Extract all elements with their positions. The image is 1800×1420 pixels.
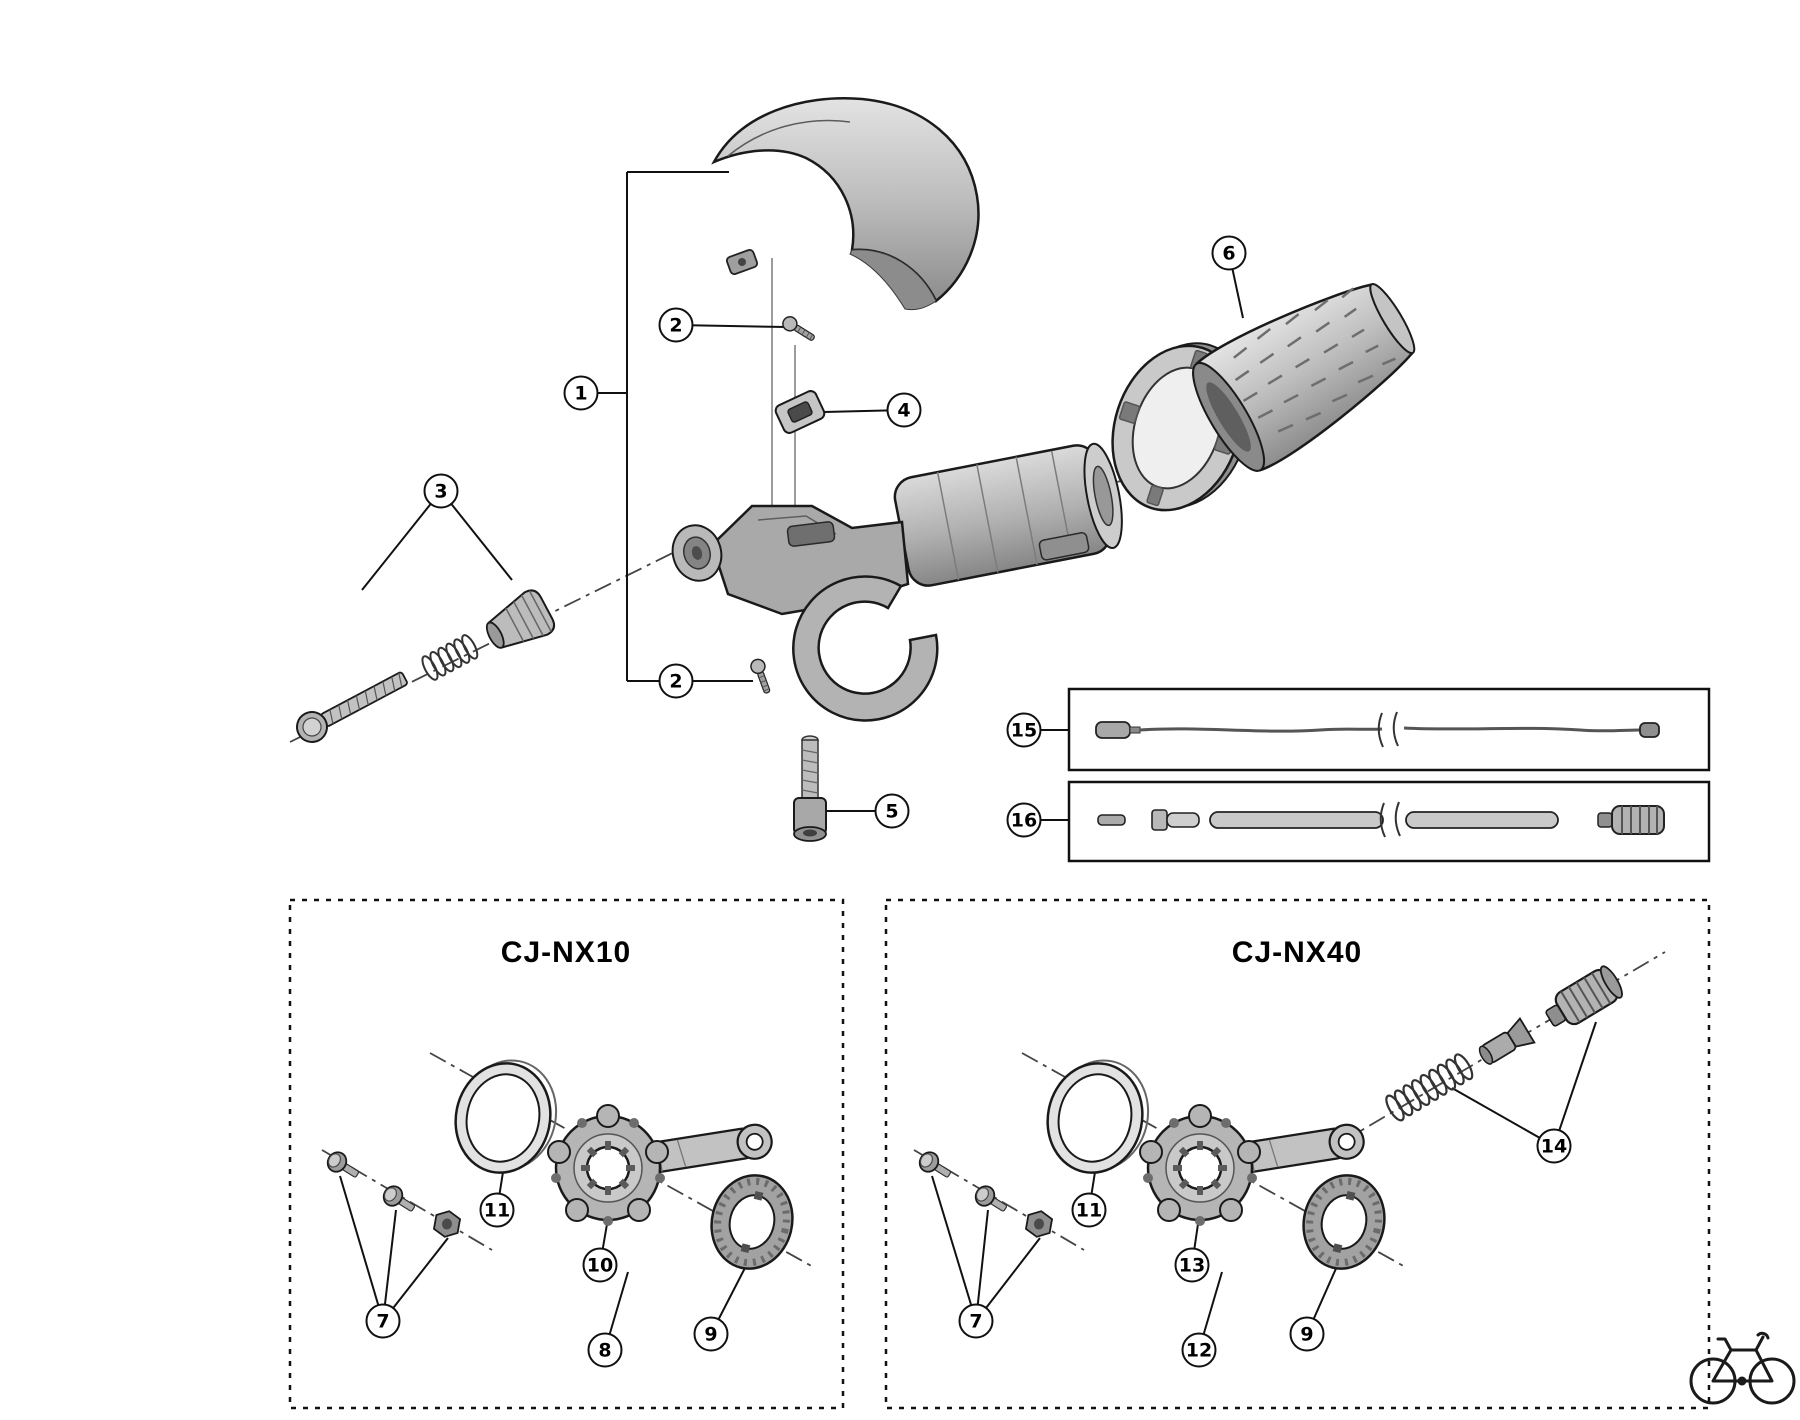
cj-nx40-joint-parts [916, 1051, 1394, 1278]
part-adjuster-cap [1545, 965, 1623, 1027]
section-boxes [288, 898, 1711, 1410]
section-label-cj-nx10: CJ-NX10 [500, 936, 632, 969]
cj-nx10-joint-parts [326, 1059, 794, 1270]
part-clamp-bolt [793, 735, 827, 842]
cable-boxes [1067, 687, 1711, 863]
part-inner-cable [1095, 711, 1660, 748]
part-adjuster-body [1478, 1016, 1536, 1065]
part-spring [421, 634, 479, 681]
body-cable-boss [671, 524, 723, 582]
outer-casing-box [1067, 780, 1711, 863]
part-cassette-joint [547, 1104, 773, 1226]
part-adjust-unit [1385, 965, 1623, 1122]
part-lock-ring [710, 1174, 794, 1270]
part-seal-ring [454, 1059, 558, 1174]
part-top-cover [711, 97, 980, 311]
part-fixing-bolt [382, 1185, 416, 1212]
part-adjust-bolt [296, 671, 408, 743]
section-label-cj-nx40: CJ-NX40 [1231, 936, 1363, 969]
part-fixing-bolt [326, 1151, 360, 1178]
alignment-lines [771, 258, 796, 515]
part-return-spring [1385, 1053, 1474, 1122]
body-clamp-band [792, 575, 939, 722]
part-outer-casing [1097, 801, 1665, 838]
grip-knurling [1233, 287, 1396, 433]
spline-notches [581, 1141, 635, 1195]
cj-nx40-box [884, 898, 1711, 1410]
bicycle-logo [1689, 1331, 1796, 1405]
body-barrel [893, 442, 1123, 587]
part-hex-nut [432, 1210, 462, 1238]
inner-cable-box [1067, 687, 1711, 772]
part-shifter-body [671, 442, 1123, 722]
part-adjuster-barrel [485, 589, 556, 649]
part-cover-screw-top [782, 316, 815, 341]
part-cover-screw-bottom [750, 658, 771, 694]
cj-nx10-box [288, 898, 845, 1410]
part-grip [1192, 282, 1416, 472]
cover-screw-boss [725, 248, 759, 276]
part-indicator-plate [774, 390, 826, 434]
part-casing-cap [1597, 805, 1665, 835]
